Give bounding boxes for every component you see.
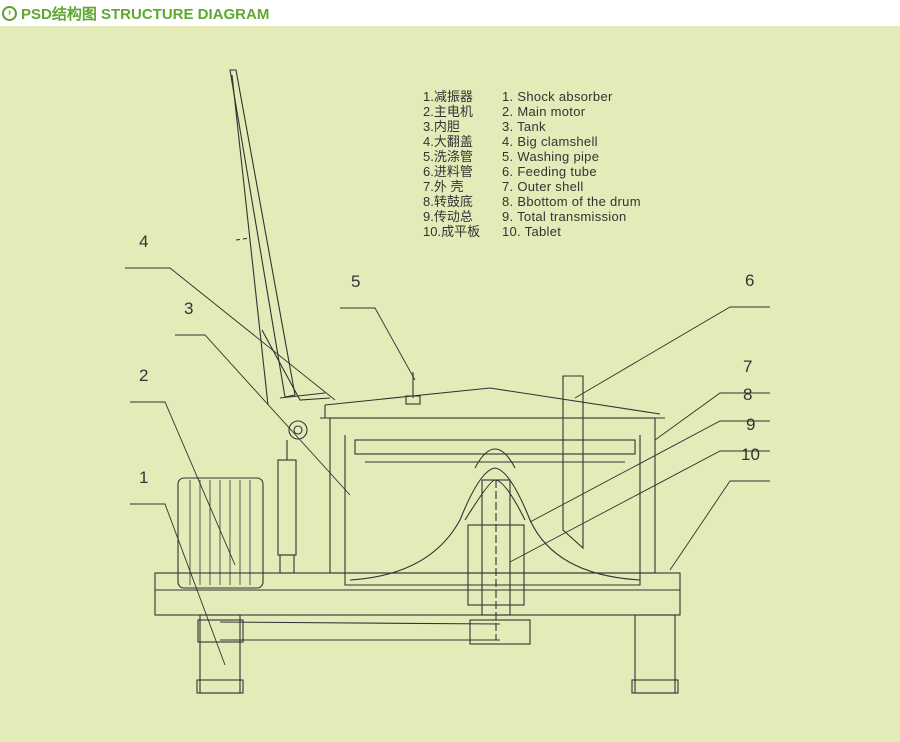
legend-english: 1. Shock absorber 2. Main motor 3. Tank … <box>502 89 641 239</box>
drum-bottom <box>349 467 641 581</box>
legend-item: 1. Shock absorber <box>502 89 613 104</box>
legend-item: 4.大翻盖 <box>423 134 473 149</box>
outer-shell <box>329 417 656 574</box>
clamshell-arm <box>229 69 296 398</box>
motor-pulley <box>197 619 244 643</box>
callout-4: 4 <box>139 232 149 251</box>
legend-item: 8.转鼓底 <box>423 194 473 209</box>
motor <box>177 477 264 589</box>
legend-item: 7. Outer shell <box>502 179 584 194</box>
callout-6: 6 <box>745 271 755 290</box>
callout-9: 9 <box>746 415 756 434</box>
legend-item: 3. Tank <box>502 119 546 134</box>
left-leg <box>199 614 241 694</box>
hinge <box>288 420 308 440</box>
right-leg <box>634 614 676 694</box>
legend-item: 3.内胆 <box>423 119 460 134</box>
legend-item: 10.成平板 <box>423 224 481 239</box>
legend-item: 9. Total transmission <box>502 209 627 224</box>
chevron-right-circle-icon: › <box>2 5 17 21</box>
legend-item: 4. Big clamshell <box>502 134 598 149</box>
callout-7: 7 <box>743 357 753 376</box>
legend-item: 2. Main motor <box>502 104 586 119</box>
legend-item: 8. Bbottom of the drum <box>502 194 641 209</box>
legend-item: 2.主电机 <box>423 104 473 119</box>
drum-pulley <box>469 619 531 645</box>
machine-drawing <box>125 69 770 694</box>
diagram-area: 1.减振器 2.主电机 3.内胆 4.大翻盖 5.洗涤管 6.进料管 7.外 壳… <box>0 26 900 742</box>
callout-8: 8 <box>743 385 753 404</box>
callout-3: 3 <box>184 299 194 318</box>
callout-5: 5 <box>351 272 361 291</box>
legend-item: 6.进料管 <box>423 164 473 179</box>
legend-item: 7.外 壳 <box>423 179 464 194</box>
legend-item: 1.减振器 <box>423 89 473 104</box>
callout-1: 1 <box>139 468 149 487</box>
gas-strut <box>277 459 297 556</box>
lid <box>324 387 661 415</box>
header: › PSD结构图 STRUCTURE DIAGRAM <box>0 0 900 26</box>
legend-item: 9.传动总 <box>423 209 473 224</box>
callout-10: 10 <box>741 445 760 464</box>
base-frame <box>154 572 681 616</box>
legend-item: 6. Feeding tube <box>502 164 597 179</box>
page-title: PSD结构图 STRUCTURE DIAGRAM <box>21 5 270 23</box>
tank <box>344 435 641 586</box>
legend-item: 5. Washing pipe <box>502 149 600 164</box>
feeding-tube <box>562 375 584 550</box>
legend-chinese: 1.减振器 2.主电机 3.内胆 4.大翻盖 5.洗涤管 6.进料管 7.外 壳… <box>423 89 480 239</box>
callout-lines <box>125 267 770 666</box>
legend-item: 5.洗涤管 <box>423 149 473 164</box>
callout-2: 2 <box>139 366 149 385</box>
legend-item: 10. Tablet <box>502 224 562 239</box>
